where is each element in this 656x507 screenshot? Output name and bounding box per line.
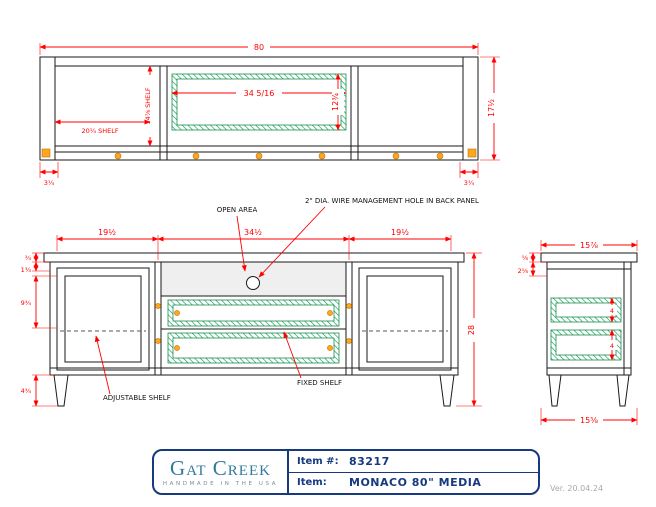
item-name-value: MONACO 80" MEDIA <box>349 476 482 490</box>
front-view: OPEN AREA 2" DIA. WIRE MANAGEMENT HOLE I… <box>21 197 482 407</box>
dim-center-width: 34 5/16 <box>244 89 275 98</box>
side-top-board <box>540 252 638 263</box>
brand-logo: Gat Creek HANDMADE IN THE USA <box>154 451 287 493</box>
dim-center-section: 34½ <box>244 228 262 237</box>
dim-right-section: 19½ <box>391 228 409 237</box>
drawing-version: Ver. 20.04.24 <box>550 484 604 493</box>
top-view-dimensions: 80 17½ 14⅞ SHELF 20¼ SHELF 34 5/16 12¾ 3… <box>39 42 500 187</box>
label-wire-hole: 2" DIA. WIRE MANAGEMENT HOLE IN BACK PAN… <box>305 197 479 205</box>
corner-dowel-left <box>41 148 51 158</box>
dim-leg-height: 4¾ <box>21 387 32 395</box>
dim-top-thickness: ¾ <box>25 254 32 262</box>
dim-left-section: 19½ <box>98 228 116 237</box>
dim-shelf-depth: 14⅞ SHELF <box>144 87 152 124</box>
left-divider-section <box>159 65 168 161</box>
front-left-leg <box>53 374 69 407</box>
side-dimensions: 15⅞ ⅝ 2⅝ 4 4 15⅝ <box>518 240 638 425</box>
brand-tagline: HANDMADE IN THE USA <box>162 480 279 487</box>
left-side-panel-section <box>39 56 56 161</box>
wire-management-hole <box>246 276 260 290</box>
dim-drawer-top-height: 4 <box>610 307 614 315</box>
side-drawer-bottom-section <box>550 329 622 361</box>
side-view: 15⅞ ⅝ 2⅝ 4 4 15⅝ <box>518 240 638 425</box>
item-number-value: 83217 <box>349 454 390 468</box>
title-block-items: Item #: 83217 Item: MONACO 80" MEDIA <box>287 451 538 493</box>
right-side-panel-section <box>462 56 479 161</box>
label-open-area: OPEN AREA <box>217 206 258 214</box>
dim-side-bottom-depth: 15⅝ <box>580 416 598 425</box>
dim-overall-width: 80 <box>254 43 264 52</box>
brand-name: Gat Creek <box>170 455 271 480</box>
dowel-dots <box>114 152 444 160</box>
corner-dowel-right <box>467 148 477 158</box>
title-block: Gat Creek HANDMADE IN THE USA Item #: 83… <box>152 449 540 495</box>
item-name-row: Item: MONACO 80" MEDIA <box>289 473 538 494</box>
top-view: 80 17½ 14⅞ SHELF 20¼ SHELF 34 5/16 12¾ 3… <box>39 42 500 187</box>
front-right-leg <box>439 374 455 407</box>
front-annotations: OPEN AREA 2" DIA. WIRE MANAGEMENT HOLE I… <box>94 197 479 402</box>
dim-drawer-bottom-height: 4 <box>610 342 614 350</box>
dim-overall-height: 28 <box>467 325 476 335</box>
side-back-leg <box>616 374 630 407</box>
item-number-row: Item #: 83217 <box>289 451 538 473</box>
dim-door-upper: 9¾ <box>21 299 32 307</box>
dim-left-inset: 3¼ <box>44 179 55 187</box>
drawer-box-section <box>171 73 347 131</box>
right-door <box>358 267 452 371</box>
dim-top-reveal: 1¾ <box>21 266 32 274</box>
front-dowel-dots <box>155 303 352 351</box>
side-front-leg <box>548 374 562 407</box>
label-fixed-shelf: FIXED SHELF <box>297 379 342 387</box>
dim-shelf-width: 20¼ SHELF <box>81 127 118 135</box>
right-divider-section <box>350 65 359 161</box>
item-name-label: Item: <box>297 477 327 489</box>
dim-side-top-gap: ⅝ <box>522 254 529 262</box>
label-adjustable-shelf: ADJUSTABLE SHELF <box>103 394 171 402</box>
front-dimensions: 19½ 34½ 19½ ¾ 1¾ 9¾ 4¾ 28 <box>21 228 482 407</box>
left-door <box>56 267 150 371</box>
dim-side-top-depth: 15⅞ <box>580 241 598 250</box>
dim-right-inset: 3¼ <box>464 179 475 187</box>
drawer-top <box>167 299 340 327</box>
dim-side-setback: 2⅝ <box>518 267 529 275</box>
drawer-bottom <box>167 332 340 364</box>
dim-overall-depth: 17½ <box>487 99 496 117</box>
item-number-label: Item #: <box>297 455 339 467</box>
dim-center-depth: 12¾ <box>331 93 340 111</box>
top-board <box>43 252 465 263</box>
